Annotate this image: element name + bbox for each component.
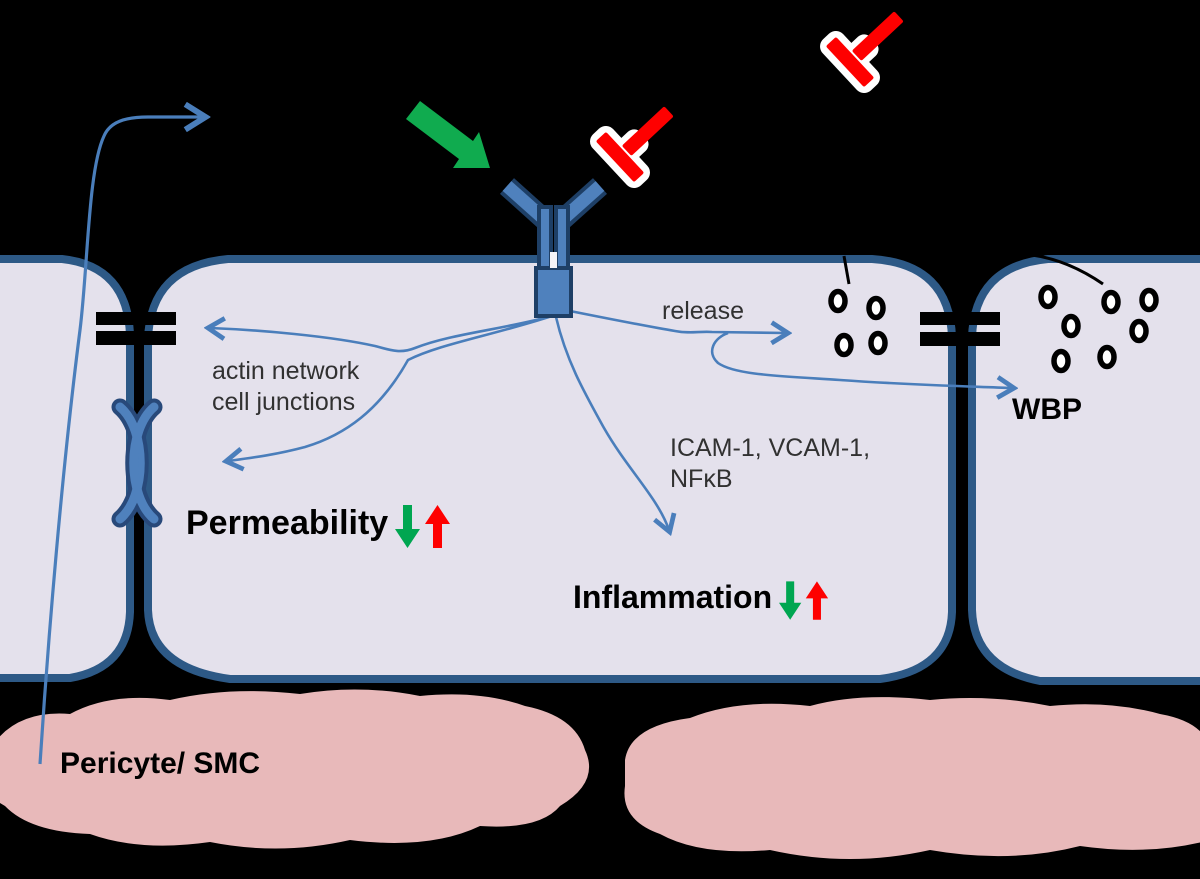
red-inhibitor-tbar-icon	[590, 107, 673, 189]
cell-center	[144, 255, 956, 683]
granules-right-group	[1038, 284, 1159, 374]
paracellular-flow-arrow	[38, 117, 203, 765]
pericyte-blob-left	[0, 689, 589, 849]
granule	[866, 295, 886, 321]
increase-arrow-icon	[425, 505, 451, 548]
signal-to-permeability-arrow	[228, 314, 553, 461]
decrease-arrow-icon	[779, 581, 802, 620]
adhesion-molecules-label: ICAM-1, VCAM-1, NFκB	[670, 434, 871, 494]
endothelial-cells	[0, 255, 1200, 685]
granule	[1139, 287, 1159, 313]
permeability-updown-icons	[395, 505, 451, 548]
wbp-label: WBP	[1012, 393, 1082, 426]
release-label: release	[662, 297, 744, 325]
leader-tick	[842, 255, 851, 285]
granule	[1061, 313, 1081, 339]
inflammation-updown-icons	[779, 581, 829, 620]
granule	[1051, 348, 1071, 374]
green-activation-arrow-icon	[406, 101, 490, 168]
granules-left-group	[828, 288, 888, 358]
inflammation-label: Inflammation	[573, 578, 829, 622]
pericyte-blob-right	[624, 697, 1200, 859]
signal-to-wbp-arrow	[710, 331, 1012, 388]
granule	[1097, 344, 1117, 370]
signal-release-arrow	[569, 309, 786, 333]
signal-to-inflammation-arrow	[554, 316, 669, 530]
granule	[868, 330, 888, 356]
adherens-junction-icon	[111, 398, 163, 528]
gap-junction-right	[920, 312, 1000, 346]
granule	[1129, 318, 1149, 344]
leader-curve	[1031, 253, 1104, 286]
granule	[828, 288, 848, 314]
decrease-arrow-icon	[395, 505, 421, 548]
cell-right	[968, 255, 1200, 685]
actin-network-label: actin network cell junctions	[212, 357, 360, 416]
signal-arrows	[210, 309, 1012, 530]
increase-arrow-icon	[805, 581, 829, 620]
signal-to-junction-arrow	[210, 314, 553, 353]
permeability-label: Permeability	[186, 503, 451, 549]
red-inhibitor-tbar-icon	[820, 12, 903, 94]
granule	[1101, 289, 1121, 315]
granule	[1038, 284, 1058, 310]
pericyte-smc-label: Pericyte/ SMC	[60, 747, 261, 780]
membrane-receptor-icon	[499, 178, 608, 318]
gap-junction-left	[96, 312, 176, 345]
granule	[834, 332, 854, 358]
